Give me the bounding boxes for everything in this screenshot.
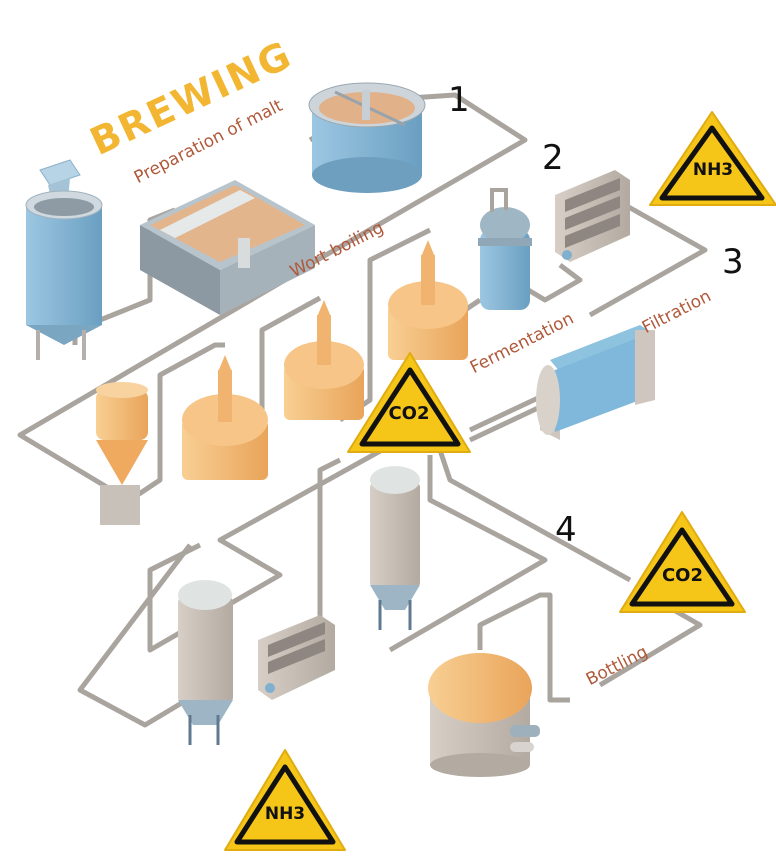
malting-trough	[140, 180, 315, 315]
kettle-3	[388, 240, 468, 360]
step-number-4: 4	[555, 510, 577, 550]
warning-icon-label: CO2	[661, 565, 704, 586]
heat-exchanger-top	[555, 170, 630, 262]
pipe-step4	[437, 449, 632, 583]
co2-right-triangle	[619, 511, 746, 613]
kettle-1	[182, 355, 268, 480]
bottling-vessel	[428, 653, 540, 777]
pipe-left-loop	[77, 543, 197, 728]
hazard-sign-nh3-top-right: NH3	[650, 112, 776, 205]
kettle-2	[284, 300, 364, 420]
step-number-3: 3	[722, 242, 744, 282]
pipe-center-down	[388, 455, 548, 653]
conditioning-tank-center	[370, 466, 420, 630]
fermenter-tank	[478, 188, 532, 310]
hazard-sign-co2-right: CO2	[620, 512, 745, 612]
hazard-sign-nh3-bottom: NH3	[225, 750, 345, 850]
mash-tun	[308, 82, 426, 193]
nh3-bottom-triangle	[224, 749, 346, 851]
hazard-triangles	[224, 111, 776, 851]
pipe-cooler-to-3	[588, 202, 708, 318]
warning-icon-label: CO2	[388, 403, 430, 424]
pipe-fermenter-to-cooler	[518, 263, 583, 303]
co2-center-triangle	[347, 352, 471, 453]
step-number-1: 1	[448, 80, 470, 120]
malt-silo	[25, 159, 103, 360]
conditioning-tank-left	[178, 580, 233, 745]
pipe-kettle-1	[128, 342, 225, 503]
hazard-sign-co2-center: CO2	[348, 353, 470, 452]
filtration-coil	[536, 325, 655, 440]
warning-icon-label: NH3	[692, 160, 734, 180]
brew-kettles	[96, 240, 468, 525]
lauter-vessel	[96, 382, 148, 525]
heat-exchanger-bottom	[258, 615, 335, 700]
warning-icon-label: NH3	[264, 804, 306, 824]
step-number-2: 2	[542, 138, 564, 178]
nh3-top-right-triangle	[649, 111, 776, 206]
